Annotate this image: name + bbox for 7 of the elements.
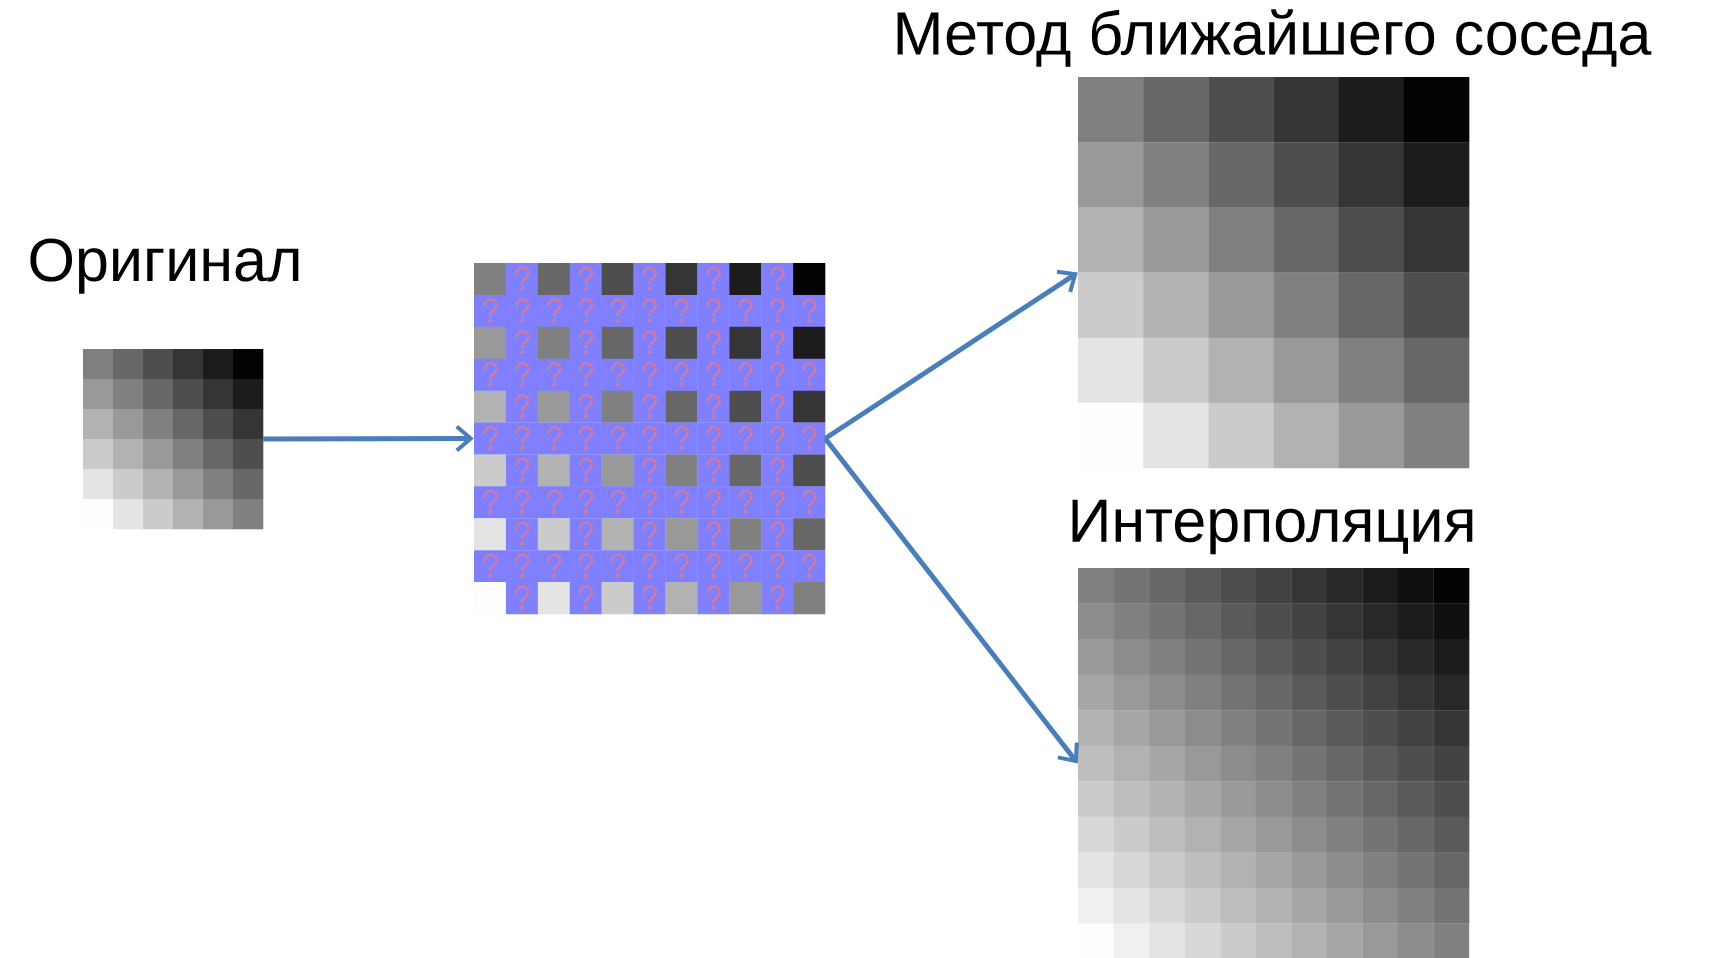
heading: Метод ближайшего соседа xyxy=(897,9,1652,67)
heading: Интерполяция xyxy=(1072,499,1473,555)
pixel-grid-drawing xyxy=(474,263,826,615)
arrow xyxy=(823,436,1079,764)
arrow xyxy=(263,425,474,453)
arrow xyxy=(823,269,1078,441)
heading: Оригинал xyxy=(30,238,299,294)
